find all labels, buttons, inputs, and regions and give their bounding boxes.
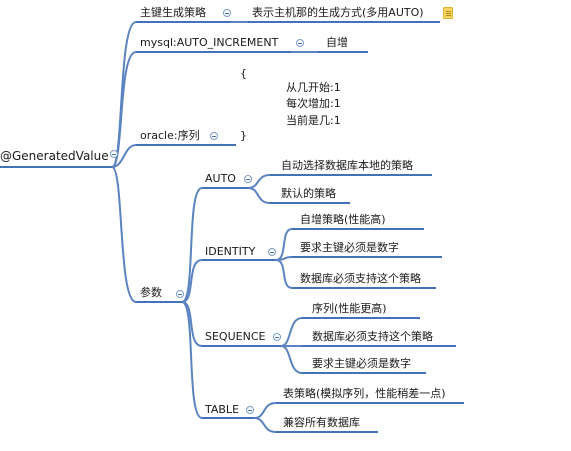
identity-item: 数据库必须支持这个策略: [300, 272, 421, 285]
primary-key-strategy-note: 表示主机那的生成方式(多用AUTO): [252, 6, 424, 19]
collapse-toggle-icon[interactable]: [176, 290, 184, 298]
connector: [181, 259, 203, 303]
connector: [181, 301, 203, 347]
connector: [280, 345, 303, 374]
table-node: TABLE: [205, 403, 240, 416]
auto-item: 默认的策略: [281, 187, 336, 200]
oracle-node: oracle:序列: [140, 129, 200, 142]
mysql-note: 自增: [326, 36, 348, 49]
root-node-label: @GeneratedValue: [0, 149, 109, 163]
connector: [280, 317, 303, 347]
connector: [111, 166, 137, 303]
oracle-start-value: 从几开始:1: [286, 81, 341, 94]
collapse-toggle-icon[interactable]: [268, 248, 276, 256]
connector: [253, 402, 277, 419]
note-icon[interactable]: [443, 7, 453, 19]
connector: [275, 259, 293, 289]
collapse-toggle-icon[interactable]: [244, 175, 252, 183]
oracle-current-value: 当前是几:1: [286, 114, 341, 127]
primary-key-strategy-node: 主键生成策略: [140, 6, 206, 19]
collapse-toggle-icon[interactable]: [223, 9, 231, 17]
connector: [111, 144, 137, 168]
oracle-increment-value: 每次增加:1: [286, 97, 341, 110]
identity-item: 要求主键必须是数字: [300, 241, 399, 254]
connector: [253, 417, 277, 433]
collapse-toggle-icon[interactable]: [246, 406, 254, 414]
sequence-node: SEQUENCE: [205, 330, 266, 343]
collapse-toggle-icon[interactable]: [210, 132, 218, 140]
oracle-brace-close: }: [240, 129, 247, 142]
identity-item: 自增策略(性能高): [300, 213, 386, 226]
connector: [181, 301, 203, 419]
oracle-brace-open: {: [240, 67, 247, 80]
table-item: 兼容所有数据库: [283, 416, 360, 429]
collapse-toggle-icon[interactable]: [273, 333, 281, 341]
params-node: 参数: [140, 286, 162, 299]
sequence-item: 序列(性能更高): [312, 302, 387, 315]
auto-item: 自动选择数据库本地的策略: [281, 159, 413, 172]
sequence-item: 数据库必须支持这个策略: [312, 330, 433, 343]
collapse-toggle-icon[interactable]: [296, 39, 304, 47]
table-item: 表策略(模拟序列，性能稍差一点): [283, 387, 446, 400]
sequence-item: 要求主键必须是数字: [312, 357, 411, 370]
connector: [181, 187, 203, 303]
collapse-toggle-icon[interactable]: [110, 150, 118, 158]
mysql-node: mysql:AUTO_INCREMENT: [140, 36, 279, 49]
auto-node: AUTO: [205, 172, 236, 185]
connector: [247, 187, 271, 204]
identity-node: IDENTITY: [205, 245, 256, 258]
connector: [111, 51, 137, 168]
connector: [275, 228, 293, 261]
